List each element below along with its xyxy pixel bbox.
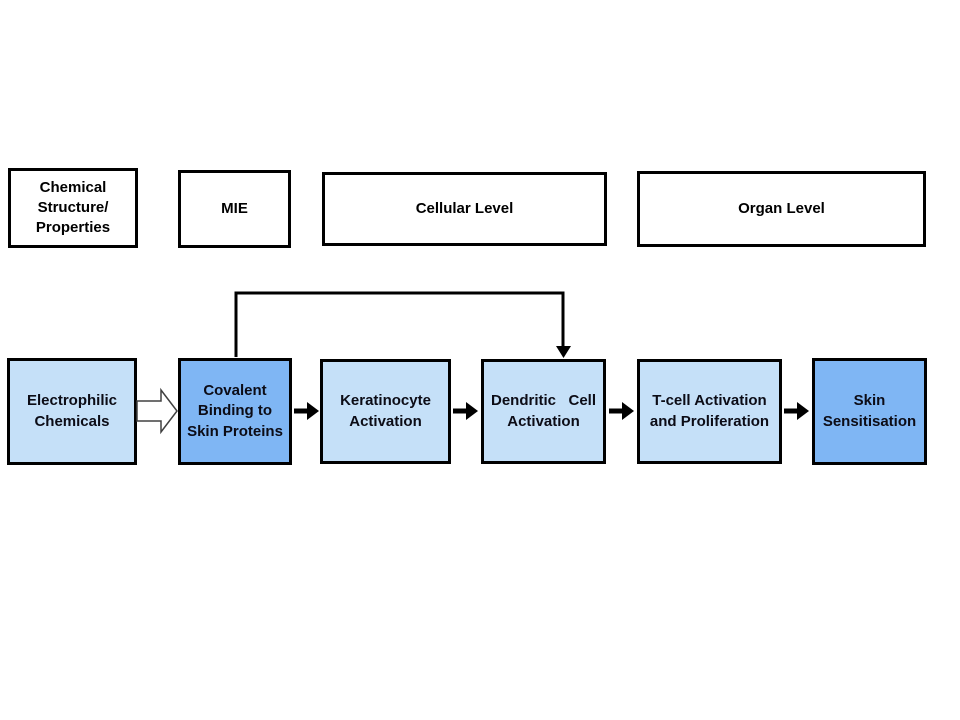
hollow-arrow-icon: [136, 387, 178, 435]
level-box-organ-level: Organ Level: [637, 171, 926, 247]
pathway-box-t-cell-activation: T-cell Activation and Proliferation: [637, 359, 782, 464]
level-box-label: MIE: [221, 199, 248, 217]
pathway-box-label: Electrophilic Chemicals: [26, 392, 118, 430]
level-box-cellular-level: Cellular Level: [322, 172, 607, 246]
pathway-box-label: Covalent Binding to Skin Proteins: [187, 382, 283, 440]
pathway-box-covalent-binding: Covalent Binding to Skin Proteins: [178, 358, 292, 465]
right-arrow-icon: [453, 402, 478, 420]
pathway-box-skin-sensitisation: Skin Sensitisation: [812, 358, 927, 465]
right-arrow-icon: [294, 402, 319, 420]
level-box-label: Cellular Level: [415, 199, 514, 217]
pathway-box-keratinocyte-activation: Keratinocyte Activation: [320, 359, 451, 464]
pathway-box-label: Dendritic Cell Activation: [490, 392, 597, 430]
right-arrow-icon: [784, 402, 809, 420]
level-box-chemical-structure: Chemical Structure/ Properties: [8, 168, 138, 248]
level-box-mie: MIE: [178, 170, 291, 248]
level-box-label: Chemical Structure/ Properties: [35, 178, 111, 237]
pathway-box-electrophilic-chemicals: Electrophilic Chemicals: [7, 358, 137, 465]
pathway-box-label: Skin Sensitisation: [822, 392, 917, 430]
pathway-box-dendritic-cell-activation: Dendritic Cell Activation: [481, 359, 606, 464]
pathway-box-label: T-cell Activation and Proliferation: [649, 392, 770, 430]
elbow-connector-arrow-icon: [234, 291, 571, 358]
level-box-label: Organ Level: [738, 199, 825, 217]
right-arrow-icon: [609, 402, 634, 420]
pathway-box-label: Keratinocyte Activation: [340, 392, 431, 430]
